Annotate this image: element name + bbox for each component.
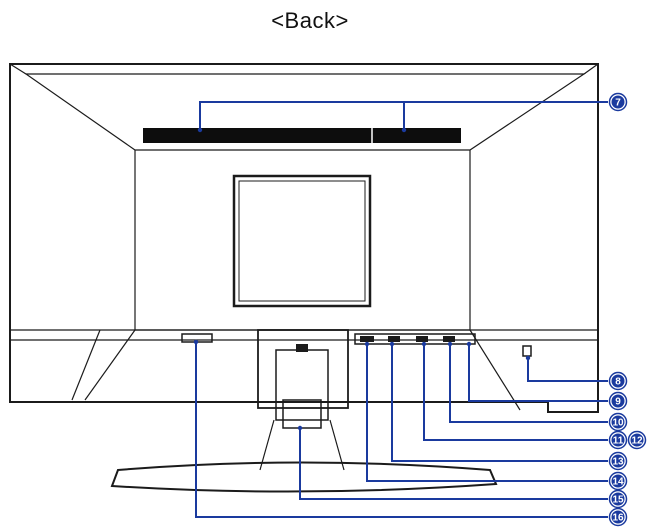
callout-9: 9 <box>608 391 628 411</box>
svg-text:11: 11 <box>613 436 624 447</box>
top-vent <box>143 128 461 143</box>
stand-base <box>110 461 498 493</box>
svg-text:9: 9 <box>615 397 621 408</box>
callout-10: 10 <box>608 412 628 432</box>
callout-13: 13 <box>608 451 628 471</box>
security-lock-slot <box>522 345 532 357</box>
svg-text:8: 8 <box>615 377 621 388</box>
svg-text:15: 15 <box>612 495 624 506</box>
stand-neck <box>257 329 349 471</box>
vesa-mount-plate <box>232 174 372 308</box>
callout-16: 16 <box>608 507 628 527</box>
svg-text:13: 13 <box>612 457 624 468</box>
port-panel <box>181 333 476 345</box>
diagram-title: <Back> <box>271 8 349 33</box>
callout-12: 12 <box>627 430 647 450</box>
callout-15: 15 <box>608 489 628 509</box>
svg-text:12: 12 <box>631 436 643 447</box>
callout-11: 11 <box>608 430 628 450</box>
svg-text:14: 14 <box>612 477 624 488</box>
callout-14: 14 <box>608 471 628 491</box>
callout-leaders <box>195 101 608 518</box>
callout-8: 8 <box>608 371 628 391</box>
svg-text:10: 10 <box>612 418 624 429</box>
svg-text:7: 7 <box>615 98 621 109</box>
svg-text:16: 16 <box>612 513 624 524</box>
callout-dots <box>193 127 531 431</box>
monitor-shell <box>9 63 599 413</box>
callout-7: 7 <box>608 92 628 112</box>
